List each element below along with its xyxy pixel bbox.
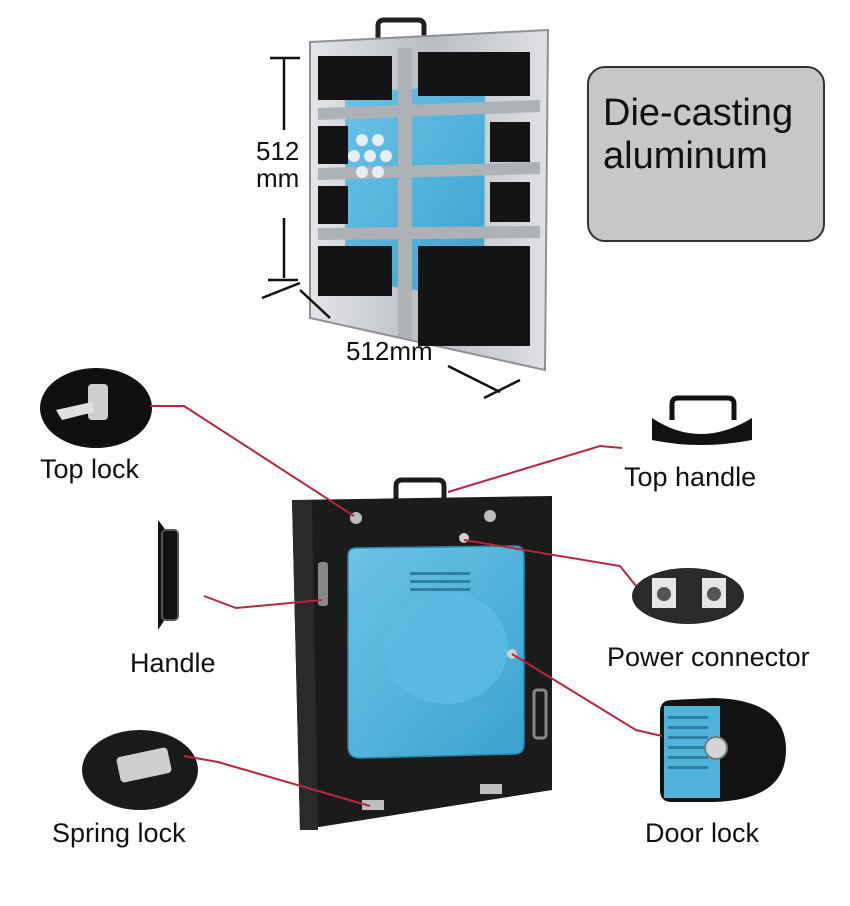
leader-line-top-lock bbox=[150, 405, 355, 517]
leader-line-spring-lock bbox=[183, 755, 371, 807]
material-badge-line-1: Die-casting bbox=[603, 92, 794, 134]
leader-line-power-connector bbox=[463, 539, 637, 587]
leader-line-door-lock bbox=[511, 653, 663, 737]
material-badge: Die-casting aluminum bbox=[587, 66, 825, 242]
leader-line-handle bbox=[203, 595, 323, 610]
top-handle-detail-image bbox=[652, 395, 752, 445]
material-badge-line-2: aluminum bbox=[603, 134, 768, 177]
callout-top-handle: Top handle bbox=[624, 462, 757, 492]
bottom-cabinet-image bbox=[292, 477, 552, 830]
leader-lines bbox=[150, 405, 663, 807]
top-lock-detail-image bbox=[40, 368, 152, 448]
height-dimension-label: 512 mm bbox=[256, 136, 300, 194]
spring-lock-detail-image bbox=[82, 730, 198, 810]
leader-line-top-handle bbox=[447, 444, 623, 493]
handle-detail-image bbox=[158, 520, 179, 630]
callout-top-lock: Top lock bbox=[40, 454, 140, 484]
dimension-lines bbox=[261, 56, 521, 400]
height-value: 512 bbox=[256, 136, 300, 166]
width-dimension-label: 512mm bbox=[346, 336, 433, 366]
callout-spring-lock: Spring lock bbox=[52, 818, 186, 848]
height-unit: mm bbox=[256, 163, 300, 194]
callout-power-connector: Power connector bbox=[607, 642, 810, 672]
callout-door-lock: Door lock bbox=[645, 818, 760, 848]
door-lock-detail-image bbox=[660, 698, 786, 802]
callout-handle: Handle bbox=[130, 648, 216, 678]
top-cabinet-image bbox=[309, 17, 550, 372]
power-connector-detail-image bbox=[632, 568, 744, 624]
